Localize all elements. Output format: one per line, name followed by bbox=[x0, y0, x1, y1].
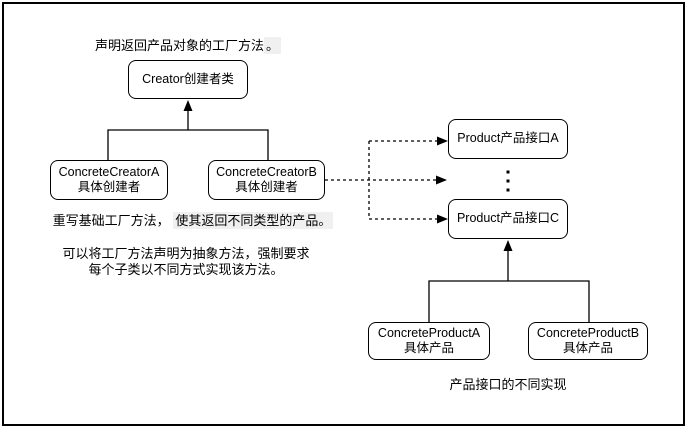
note-product-implementations: 产品接口的不同实现 bbox=[449, 377, 567, 392]
node-concrete-product-a: ConcreteProductA 具体产品 bbox=[368, 322, 490, 360]
arrowhead-right-product-c bbox=[437, 214, 448, 224]
node-concrete-creator-b: ConcreteCreatorB 具体创建者 bbox=[208, 160, 325, 200]
node-product-interface-a-label: Product产品接口A bbox=[457, 131, 559, 146]
arrowhead-right-ellipsis bbox=[436, 175, 447, 185]
note-factory-method: 声明返回产品对象的工厂方法。 bbox=[94, 37, 282, 54]
node-concrete-creator-a: ConcreteCreatorA 具体创建者 bbox=[50, 160, 168, 200]
node-product-interface-c: Product产品接口C bbox=[448, 199, 568, 239]
note-abstract-method: 可以将工厂方法声明为抽象方法，强制要求 每个子类以不同方式实现该方法。 bbox=[21, 246, 351, 277]
node-concrete-product-b-role: 具体产品 bbox=[562, 341, 613, 355]
arrowhead-up-creator bbox=[183, 100, 193, 111]
note-factory-method-period: 。 bbox=[264, 37, 282, 54]
arrowhead-up-product-c bbox=[503, 240, 513, 251]
arrowhead-right-product-a bbox=[437, 136, 448, 146]
node-creator: Creator创建者类 bbox=[128, 60, 248, 99]
note-override-factory: 重写基础工厂方法， 使其返回不同类型的产品。 bbox=[52, 212, 334, 229]
node-product-interface-c-label: Product产品接口C bbox=[456, 211, 560, 226]
creator-inheritance-connector bbox=[107, 129, 269, 160]
node-concrete-product-a-role: 具体产品 bbox=[403, 341, 454, 355]
note-abstract-method-line1: 可以将工厂方法声明为抽象方法，强制要求 bbox=[62, 246, 310, 261]
note-override-factory-highlight: 使其返回不同类型的产品。 bbox=[173, 212, 334, 229]
node-concrete-product-b-name: ConcreteProductB bbox=[536, 325, 640, 340]
node-concrete-product-b: ConcreteProductB 具体产品 bbox=[528, 322, 648, 360]
node-creator-label: Creator创建者类 bbox=[142, 71, 234, 86]
note-abstract-method-line2: 每个子类以不同方式实现该方法。 bbox=[88, 261, 284, 277]
node-concrete-creator-a-name: ConcreteCreatorA bbox=[58, 164, 160, 179]
product-inheritance-connector bbox=[428, 280, 590, 322]
node-concrete-product-a-name: ConcreteProductA bbox=[377, 325, 481, 340]
node-concrete-creator-a-role: 具体创建者 bbox=[77, 180, 141, 194]
node-product-interface-a: Product产品接口A bbox=[448, 119, 568, 159]
node-concrete-creator-b-role: 具体创建者 bbox=[235, 180, 298, 194]
vertical-ellipsis-dots bbox=[506, 170, 510, 192]
node-concrete-creator-b-name: ConcreteCreatorB bbox=[216, 164, 317, 179]
